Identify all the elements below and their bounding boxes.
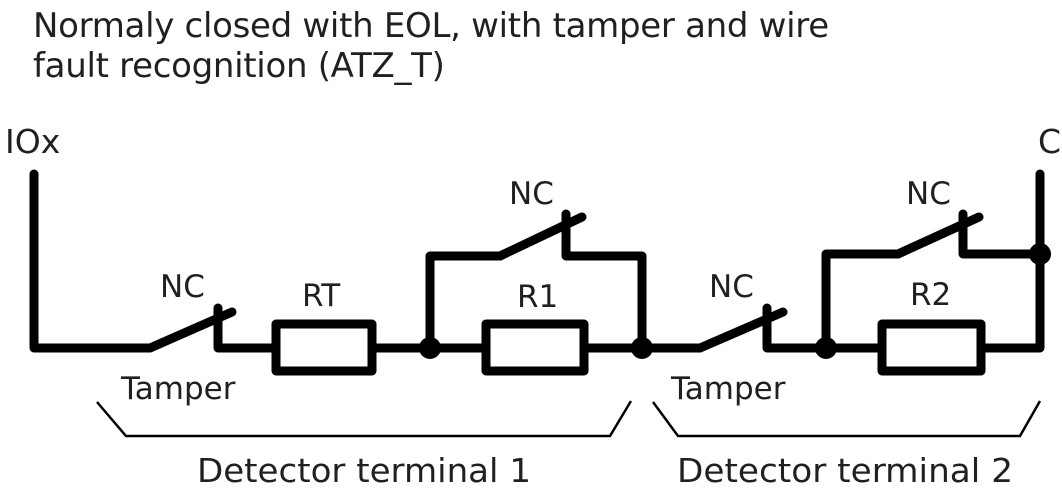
rt-label: RT	[302, 278, 341, 314]
alarm-1-nc-label: NC	[509, 176, 554, 212]
diagram-title-line-1: Normaly closed with EOL, with tamper and…	[33, 6, 829, 46]
wire-r2-to-c	[976, 169, 1045, 353]
alarm-switch-2-contact	[958, 209, 1045, 259]
alarm-2-nc-label: NC	[906, 176, 951, 212]
diagram-title-line-2: fault recognition (ATZ_T)	[33, 46, 445, 86]
resistor-rt	[271, 319, 377, 376]
alarm-switch-1-contact	[561, 209, 647, 353]
tamper-switch-2-contact	[762, 303, 886, 353]
terminal-iox-label: IOx	[5, 122, 60, 161]
r2-label: R2	[910, 277, 951, 313]
tamper-2-label: Tamper	[670, 371, 786, 407]
resistor-r1	[481, 319, 589, 376]
r1-label: R1	[517, 279, 558, 315]
resistor-r2	[877, 319, 986, 376]
detector-2-bracket	[651, 400, 1042, 438]
tamper-2-nc-label: NC	[709, 269, 754, 305]
detector-2-label: Detector terminal 2	[677, 451, 1013, 490]
junction-dot	[815, 337, 837, 359]
tamper-switch-1-contact	[213, 303, 280, 353]
alarm-switch-2-left	[821, 249, 903, 353]
alarm-switch-1-left	[425, 251, 505, 353]
wire-iox	[29, 169, 155, 353]
tamper-1-label: Tamper	[120, 371, 236, 407]
terminal-c-label: C	[1038, 122, 1061, 161]
tamper-1-nc-label: NC	[160, 269, 205, 305]
junction-dot	[1029, 243, 1051, 265]
junction-dot	[631, 337, 653, 359]
detector-1-label: Detector terminal 1	[197, 451, 531, 490]
junction-dot	[419, 337, 441, 359]
detector-1-bracket	[96, 400, 633, 438]
